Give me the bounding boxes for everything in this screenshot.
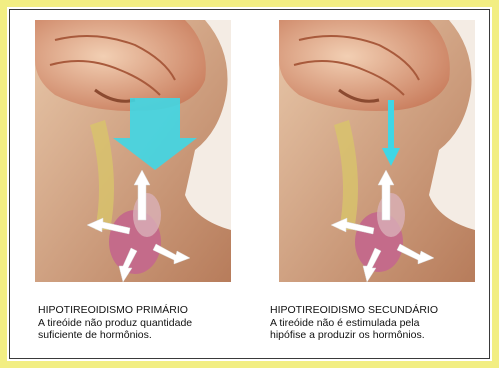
secondary-illustration — [279, 20, 475, 282]
primary-line-2: suficiente de hormônios. — [38, 329, 192, 342]
primary-illustration — [35, 20, 231, 282]
brain-shape — [35, 20, 206, 111]
secondary-line-1: A tireóide não é estimulada pela — [270, 317, 438, 330]
primary-title: HIPOTIREOIDISMO PRIMÁRIO — [38, 304, 192, 317]
secondary-caption: HIPOTIREOIDISMO SECUNDÁRIO A tireóide nã… — [270, 304, 438, 342]
secondary-line-2: hipófise a produzir os hormônios. — [270, 329, 438, 342]
primary-caption: HIPOTIREOIDISMO PRIMÁRIO A tireóide não … — [38, 304, 192, 342]
secondary-title: HIPOTIREOIDISMO SECUNDÁRIO — [270, 304, 438, 317]
primary-line-1: A tireóide não produz quantidade — [38, 317, 192, 330]
